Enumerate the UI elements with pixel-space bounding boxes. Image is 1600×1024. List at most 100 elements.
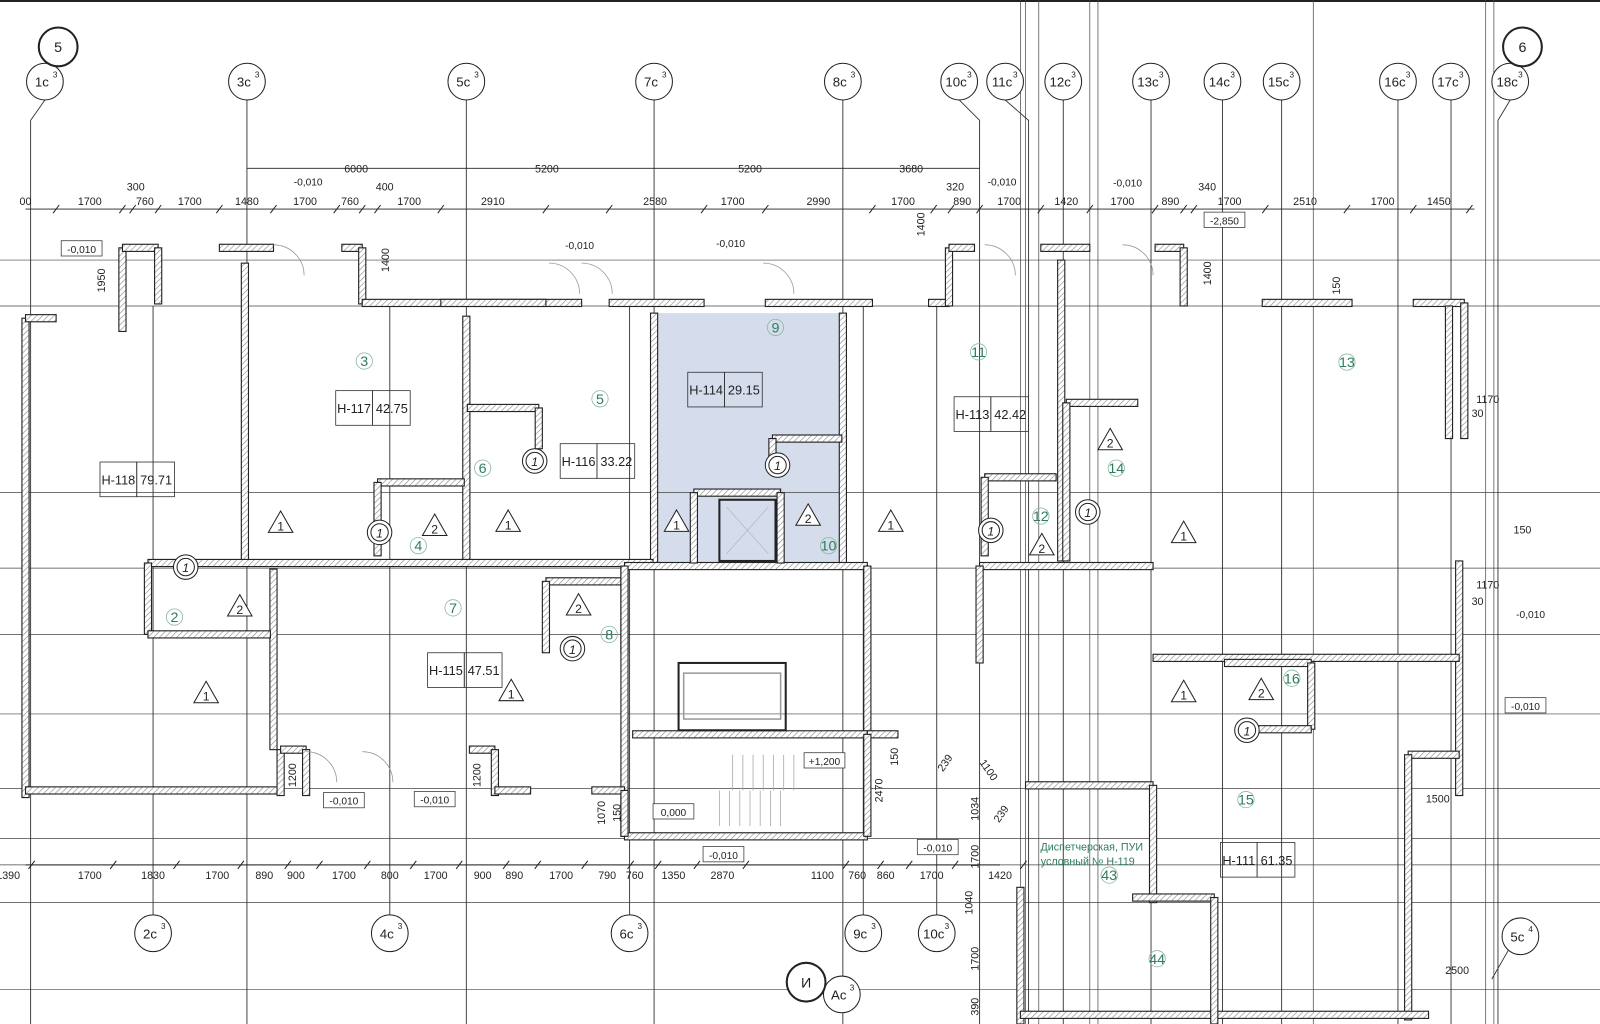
zone-triangle-marker: [1170, 520, 1197, 544]
room-number-circle: [766, 318, 785, 336]
room-number-circle: [970, 343, 988, 361]
axis-bubble: [823, 62, 862, 101]
elevation-mark: -0,010: [329, 797, 358, 808]
dispatch-room-label: условный № Н-119: [1041, 856, 1135, 868]
dimension-value: 890: [255, 870, 273, 882]
unit-area: 79.71: [140, 472, 172, 487]
axis-superscript: 3: [1071, 71, 1076, 80]
elevation-mark: +1,200: [809, 757, 841, 768]
dimension-value: 1170: [1476, 579, 1499, 591]
axis-bubble: [1044, 62, 1083, 101]
wall: [863, 565, 872, 735]
room-number: 12: [1033, 509, 1049, 525]
wall: [693, 488, 782, 497]
room-number: 43: [1101, 868, 1117, 884]
major-axis-bubble: [1502, 26, 1543, 68]
axis-bubble: [370, 914, 409, 953]
room-number-circle: [1338, 353, 1356, 371]
room-number-circle: [600, 625, 618, 643]
dimension-value: 150: [611, 804, 623, 822]
wall: [494, 786, 532, 795]
wall: [147, 630, 271, 639]
unit-label[interactable]: Н-115 47.51: [427, 652, 503, 688]
axis-bubble: [610, 914, 649, 953]
wall: [490, 749, 500, 797]
axis-label: 17c: [1437, 75, 1459, 90]
elevation-mark: -0,010: [716, 239, 745, 250]
unit-id: Н-117: [337, 401, 371, 416]
dimension-value: 1420: [1054, 196, 1078, 208]
dimension-value: 2870: [711, 870, 735, 882]
wall: [764, 298, 874, 308]
elevation-mark: -0,010: [294, 178, 323, 189]
wall: [1223, 658, 1312, 668]
dimension-value: 900: [474, 870, 492, 882]
dimension-value: 900: [287, 870, 305, 882]
axis-superscript: 3: [1230, 71, 1235, 80]
wall: [121, 243, 159, 252]
dimension-value: 760: [136, 196, 154, 208]
wall: [534, 407, 543, 450]
zone-marker-number: 2: [575, 602, 582, 616]
wall: [154, 247, 163, 305]
elevation-frame: [323, 792, 365, 809]
wall: [620, 789, 629, 837]
elevation-frame: [60, 240, 103, 257]
dimension-tick: [542, 204, 550, 214]
axis-bubble: [1132, 62, 1170, 101]
elevation-mark: -0,010: [709, 851, 738, 862]
dispatch-room-label: Диспетчерская, ПУИ: [1041, 842, 1144, 854]
wall: [980, 476, 989, 557]
wall: [863, 733, 872, 837]
wall: [1210, 896, 1219, 1024]
dimension-value: 320: [946, 182, 964, 194]
major-axis-label: 6: [1518, 40, 1526, 56]
dimension-value: 1700: [78, 870, 102, 882]
room-number-circle: [355, 352, 373, 370]
wall: [276, 749, 285, 797]
dimension-value: 1700: [920, 870, 944, 882]
elevation-frame: [916, 838, 959, 856]
unit-id: Н-115: [429, 663, 463, 678]
wall: [269, 568, 278, 751]
room-number: 44: [1149, 952, 1165, 968]
dimension-tick: [129, 204, 137, 214]
dimension-value: 790: [598, 870, 616, 882]
dimension-value: 1700: [970, 845, 982, 869]
axis-label: 7c: [644, 75, 658, 90]
dimension-value: 390: [970, 998, 982, 1016]
wall: [147, 558, 654, 568]
zone-marker-number: 2: [236, 603, 243, 617]
dimension-tick: [1151, 204, 1159, 214]
axis-bubble: [917, 914, 956, 953]
room-number-circle: [474, 459, 492, 477]
dimension-value: 1390: [0, 870, 20, 882]
room-number-circle: [1032, 507, 1050, 525]
unit-area: 47.51: [468, 663, 500, 678]
elevation-frame: [1203, 211, 1246, 228]
zone-triangle-marker: [877, 508, 904, 532]
dimension-tick: [154, 204, 162, 214]
zone-triangle-marker: [1028, 532, 1055, 556]
axis-label: Ac: [831, 988, 847, 1003]
dimension-value: 00: [20, 196, 32, 208]
dimension-tick: [930, 204, 938, 214]
dimension-value: 1700: [424, 870, 448, 882]
zone-marker-number: 1: [508, 688, 515, 702]
axis-bubble: [1501, 917, 1540, 956]
axis-superscript: 3: [474, 71, 479, 80]
row-axis-bubble: [785, 961, 827, 1003]
wall: [541, 580, 551, 654]
room-number: 13: [1339, 355, 1355, 371]
room-number: 4: [414, 539, 422, 555]
axis-label: 11c: [992, 75, 1013, 90]
axis-label: 9c: [853, 926, 867, 941]
room-number-circle: [165, 608, 184, 626]
dimension-value: 1420: [988, 870, 1012, 882]
